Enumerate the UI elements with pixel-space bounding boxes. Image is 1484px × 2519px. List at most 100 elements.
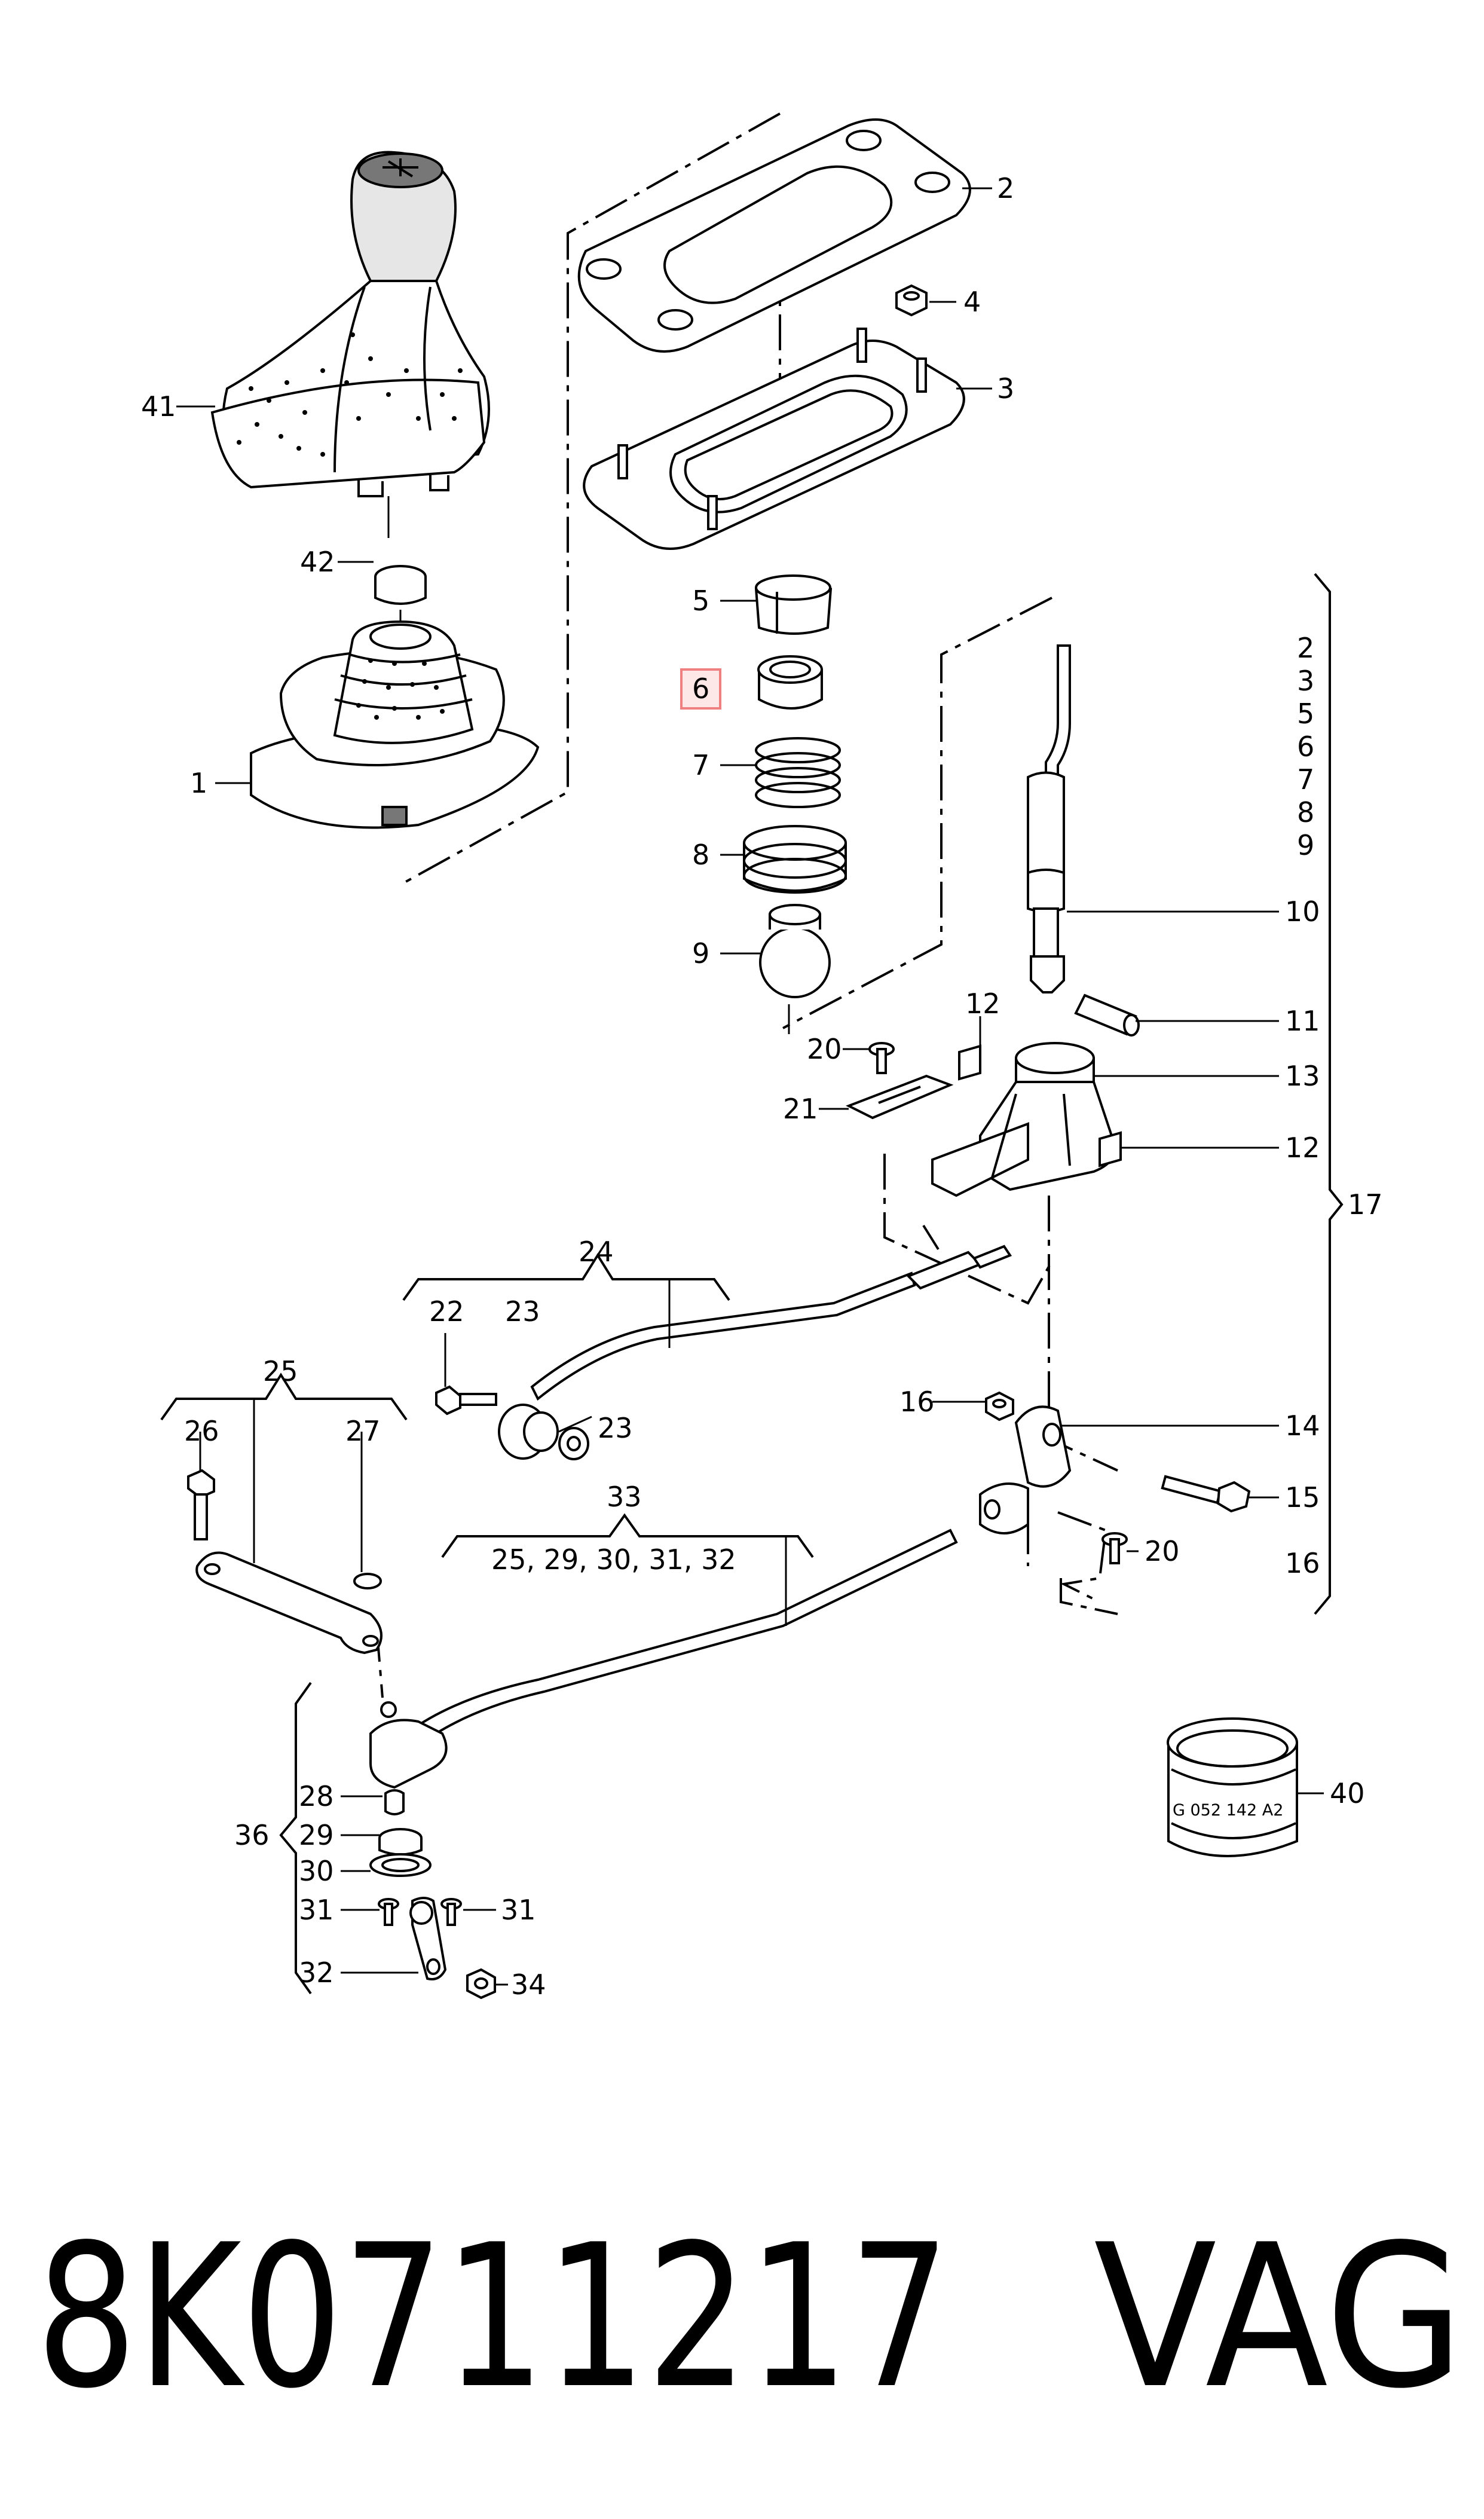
part-16-nut [985, 1391, 1014, 1421]
bracket-17-item: 8 [1297, 796, 1314, 829]
bellows-dots [356, 658, 445, 720]
bracket-17-item: 7 [1297, 763, 1314, 796]
part-20-screw-upper [868, 1042, 895, 1074]
bracket-33 [441, 1513, 814, 1626]
callout-20-lower: 20 [1145, 1535, 1180, 1567]
bracket-24 [402, 1253, 730, 1348]
callout-33-components: 25, 29, 30, 31, 32 [491, 1543, 736, 1576]
callout-24: 24 [579, 1236, 614, 1268]
callout-16-nut: 16 [899, 1386, 935, 1418]
part-3-plate [583, 328, 965, 550]
brand-name: VAG [1094, 2202, 1464, 2432]
callout-40: 40 [1330, 1777, 1365, 1809]
callout-23-upper: 23 [505, 1295, 540, 1328]
bracket-17 [1314, 573, 1344, 1615]
callout-9: 9 [692, 937, 709, 970]
callout-10: 10 [1285, 895, 1320, 928]
part-10-lever [1027, 644, 1071, 993]
part-11-pin [1074, 993, 1140, 1037]
boot-dots [237, 332, 463, 457]
callout-41: 41 [141, 390, 176, 423]
bracket-17-list: 2 3 5 6 7 8 9 [1297, 632, 1314, 861]
part-12-clip-lower [1099, 1131, 1122, 1167]
bracket-17-item: 3 [1297, 665, 1314, 697]
part-9-ball [759, 904, 831, 1034]
callout-16-bracket: 16 [1285, 1547, 1320, 1579]
part-20-screw-lower [1101, 1532, 1128, 1564]
part-40-marking: G 052 142 A2 [1173, 1801, 1283, 1820]
part-1-base-bellows [250, 620, 540, 829]
bracket-17-item: 2 [1297, 632, 1314, 664]
part-5-sleeve [754, 574, 833, 635]
callout-8: 8 [692, 839, 709, 871]
part-12-clip-upper [958, 1044, 981, 1081]
part-30-washer [369, 1853, 432, 1877]
callout-13: 13 [1285, 1060, 1320, 1092]
part-31-screw-right [440, 1898, 462, 1926]
callout-23-lower: 23 [598, 1412, 633, 1444]
callout-20-upper: 20 [807, 1033, 842, 1065]
part-22-bolt [435, 1385, 497, 1416]
part-number: 8K0711217 [36, 2202, 950, 2432]
callout-25: 25 [263, 1355, 298, 1387]
callout-3: 3 [997, 372, 1014, 405]
callout-5: 5 [692, 585, 709, 617]
bracket-17-item: 6 [1297, 730, 1314, 763]
callout-42: 42 [300, 546, 335, 578]
callout-22: 22 [429, 1295, 464, 1328]
part-21-plate [846, 1074, 954, 1120]
part-28-stud [384, 1789, 405, 1815]
part-15-bolt [1161, 1475, 1251, 1513]
part-4-nut [895, 284, 928, 317]
part-41-shift-knob-boot [210, 151, 490, 538]
bracket-25 [160, 1372, 408, 1563]
callout-32: 32 [299, 1956, 334, 1989]
part-6-bushing [757, 655, 823, 710]
callout-31-right: 31 [501, 1894, 536, 1926]
callout-27: 27 [345, 1415, 381, 1447]
callout-15: 15 [1285, 1481, 1320, 1514]
callout-34: 34 [511, 1968, 546, 2001]
part-14-bracket [979, 1405, 1072, 1534]
callout-labels: 41 42 1 2 4 3 5 6 7 8 9 10 11 12 13 12 2… [141, 172, 1383, 2001]
callout-21: 21 [783, 1093, 818, 1125]
callout-31-left: 31 [299, 1894, 334, 1926]
part-40-sleeve: G 052 142 A2 [1167, 1717, 1298, 1857]
callout-36: 36 [234, 1819, 270, 1851]
callout-1: 1 [190, 767, 207, 799]
part-2-gasket [577, 118, 971, 353]
bracket-36 [279, 1682, 312, 1995]
bracket-17-item: 9 [1297, 829, 1314, 861]
callout-28: 28 [299, 1780, 334, 1812]
callout-14: 14 [1285, 1410, 1320, 1442]
part-26-bolt [187, 1469, 215, 1540]
callout-12-lower: 12 [1285, 1132, 1320, 1164]
callout-17: 17 [1348, 1188, 1383, 1221]
callout-12-upper: 12 [965, 988, 1000, 1020]
part-29-bush [378, 1828, 423, 1856]
leader-lines [176, 187, 1324, 1986]
part-34-nut [466, 1968, 496, 2000]
part-6-highlight [680, 668, 721, 710]
part-8-ring [743, 825, 847, 894]
part-25-link [195, 1551, 383, 1655]
part-24-selector-rod [530, 1245, 1012, 1401]
part-32-lever [409, 1897, 447, 1980]
callout-11: 11 [1285, 1005, 1320, 1037]
callout-33: 33 [607, 1481, 642, 1513]
part-31-screw-left [378, 1898, 399, 1926]
callout-2: 2 [997, 172, 1014, 204]
part-23-bush [498, 1404, 589, 1460]
part-27-clip [353, 1573, 382, 1589]
callout-7: 7 [692, 749, 709, 781]
callout-29: 29 [299, 1819, 334, 1851]
part-7-spring [755, 737, 841, 808]
callout-26: 26 [184, 1415, 219, 1447]
part-33-shift-rod [369, 1528, 958, 1789]
assembly-dash-lines [375, 112, 1118, 1698]
callout-30: 30 [299, 1855, 334, 1887]
callout-6: 6 [692, 672, 709, 705]
bracket-17-item: 5 [1297, 698, 1314, 730]
callout-4: 4 [963, 286, 981, 318]
